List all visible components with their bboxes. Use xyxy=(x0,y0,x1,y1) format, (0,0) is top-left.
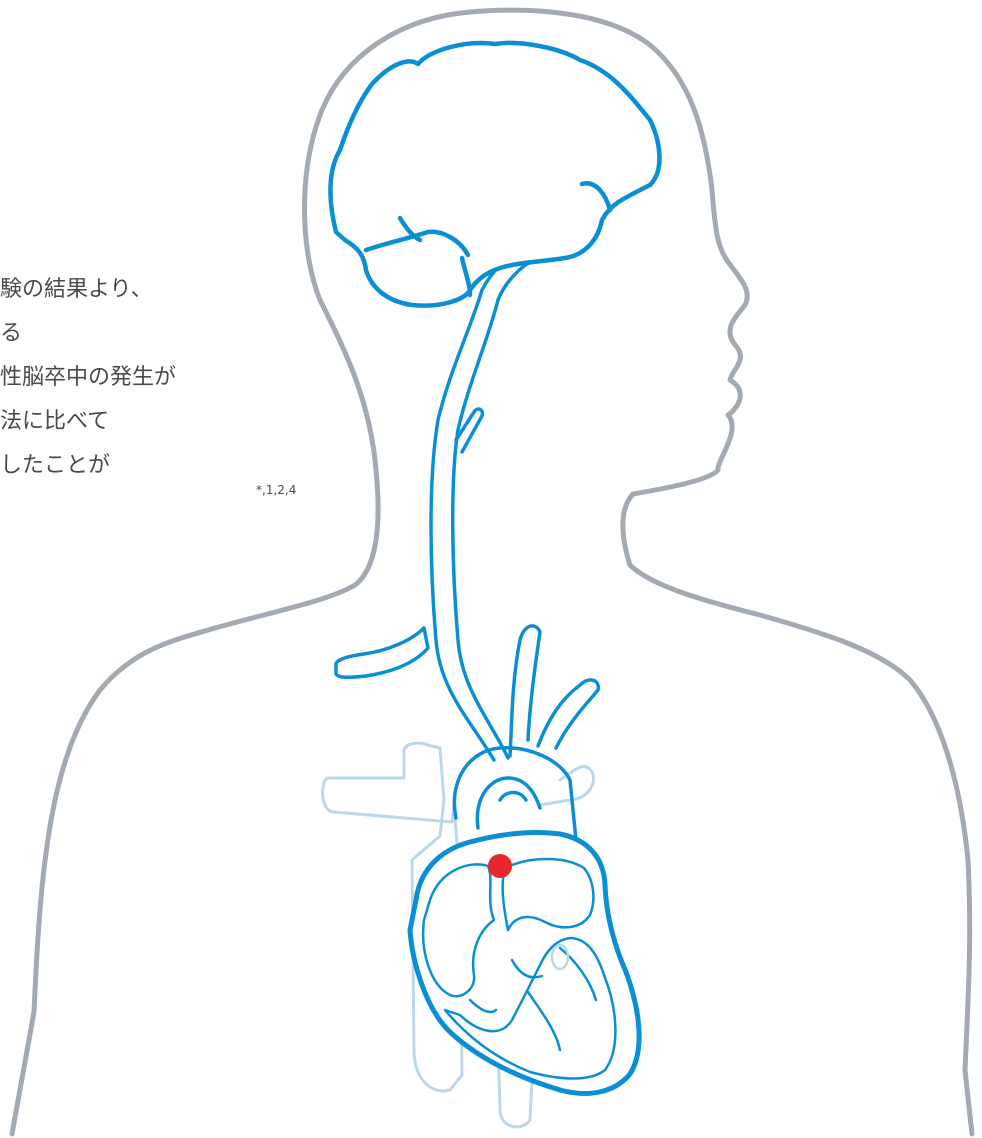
thrombus-dot xyxy=(488,854,512,878)
right-subclavian-artery xyxy=(538,680,598,748)
brain xyxy=(330,43,659,306)
pulmonary-trunk xyxy=(500,793,526,801)
brachiocephalic-artery xyxy=(510,626,540,756)
carotid-artery-outer xyxy=(431,250,520,760)
left-subclavian-artery xyxy=(336,628,428,677)
